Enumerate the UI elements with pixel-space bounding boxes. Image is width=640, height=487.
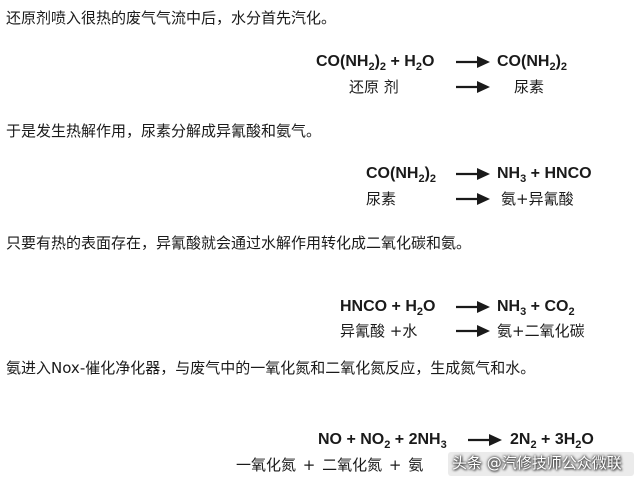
equation-1-reactants: CO(NH2)2 + H2O — [316, 52, 435, 73]
equation-3-reactants: HNCO + H2O — [340, 297, 436, 318]
eq4-rhs-t2: + 3H — [536, 431, 576, 448]
eq4-lhs-t0: NO + NO — [318, 431, 385, 448]
eq1-lhs-t2: ) — [374, 53, 380, 70]
eq4-lhs-s3: 3 — [440, 439, 447, 451]
equation-2-reactants: CO(NH2)2 — [366, 164, 437, 185]
eq2-lhs-t0: CO(NH — [366, 165, 419, 182]
eq4-rhs-t4: O — [581, 431, 594, 448]
eq3-rhs-s1: 3 — [520, 306, 527, 318]
equation-2-products: NH3 + HNCO — [497, 164, 592, 185]
reaction-arrow-icon — [456, 301, 490, 313]
eq1-rhs-t0: CO(NH — [497, 53, 550, 70]
equation-1-products-label: 尿素 — [514, 78, 545, 96]
eq2-lhs-s3: 2 — [429, 173, 437, 185]
eq3-lhs-s1: 2 — [416, 306, 424, 318]
watermark-backdrop — [448, 452, 634, 476]
paragraph-hydrolysis: 只要有热的表面存在，异氰酸就会通过水解作用转化成二氧化碳和氨。 — [6, 234, 472, 252]
eq4-lhs-s1: 2 — [384, 439, 391, 451]
eq1-lhs-s5: 2 — [415, 61, 422, 73]
eq3-rhs-s3: 2 — [568, 306, 575, 318]
reaction-arrow-icon — [456, 325, 490, 337]
eq1-lhs-s1: 2 — [368, 61, 375, 73]
eq2-lhs-t2: ) — [424, 165, 430, 182]
eq1-lhs-s3: 2 — [379, 61, 387, 73]
eq3-rhs-t2: + CO — [526, 298, 569, 315]
equation-4-reactants: NO + NO2 + 2NH3 — [318, 430, 447, 451]
equation-4-products: 2N2 + 3H2O — [510, 430, 594, 451]
eq2-lhs-s1: 2 — [418, 173, 425, 185]
equation-1-reactants-label: 还原 剂 — [349, 78, 399, 96]
equation-2-products-label: 氨+异氰酸 — [501, 190, 574, 208]
paragraph-catalytic-reduction: 氨进入Nox-催化净化器，与废气中的一氧化氮和二氧化氮反应，生成氮气和水。 — [6, 359, 536, 377]
eq2-rhs-t0: NH — [497, 165, 521, 182]
eq3-lhs-t2: O — [423, 298, 436, 315]
eq4-rhs-s3: 2 — [575, 439, 582, 451]
equation-2-reactants-label: 尿素 — [366, 190, 397, 208]
eq1-lhs-t4: + H — [386, 53, 416, 70]
eq4-rhs-s1: 2 — [530, 439, 537, 451]
watermark: 头条 @汽修技师公众微联 — [452, 454, 622, 472]
reaction-arrow-icon — [456, 168, 490, 180]
eq3-rhs-t0: NH — [497, 298, 521, 315]
reaction-arrow-icon — [456, 81, 490, 93]
eq1-rhs-t2: ) — [555, 53, 561, 70]
reaction-arrow-icon — [456, 56, 490, 68]
eq2-rhs-t2: + HNCO — [526, 165, 592, 182]
equation-3-products-label: 氨+二氧化碳 — [497, 322, 585, 340]
reaction-arrow-icon — [468, 434, 502, 446]
paragraph-vaporization: 还原剂喷入很热的废气气流中后，水分首先汽化。 — [6, 9, 337, 27]
eq2-rhs-s1: 3 — [520, 173, 527, 185]
eq1-lhs-t6: O — [421, 53, 435, 70]
eq1-rhs-s1: 2 — [549, 61, 556, 73]
equation-1-products: CO(NH2)2 — [497, 52, 568, 73]
eq4-lhs-t2: + 2NH — [390, 431, 441, 448]
eq1-lhs-t0: CO(NH — [316, 53, 369, 70]
eq3-lhs-t0: HNCO + H — [340, 298, 417, 315]
equation-3-reactants-label: 异氰酸 +水 — [340, 322, 418, 340]
eq4-rhs-t0: 2N — [510, 431, 531, 448]
reaction-arrow-icon — [456, 193, 490, 205]
paragraph-pyrolysis: 于是发生热解作用，尿素分解成异氰酸和氨气。 — [6, 122, 322, 140]
equation-4-reactants-label: 一氧化氮 + 二氧化氮 + 氨 — [236, 456, 424, 474]
eq1-rhs-s3: 2 — [560, 61, 568, 73]
equation-3-products: NH3 + CO2 — [497, 297, 575, 318]
